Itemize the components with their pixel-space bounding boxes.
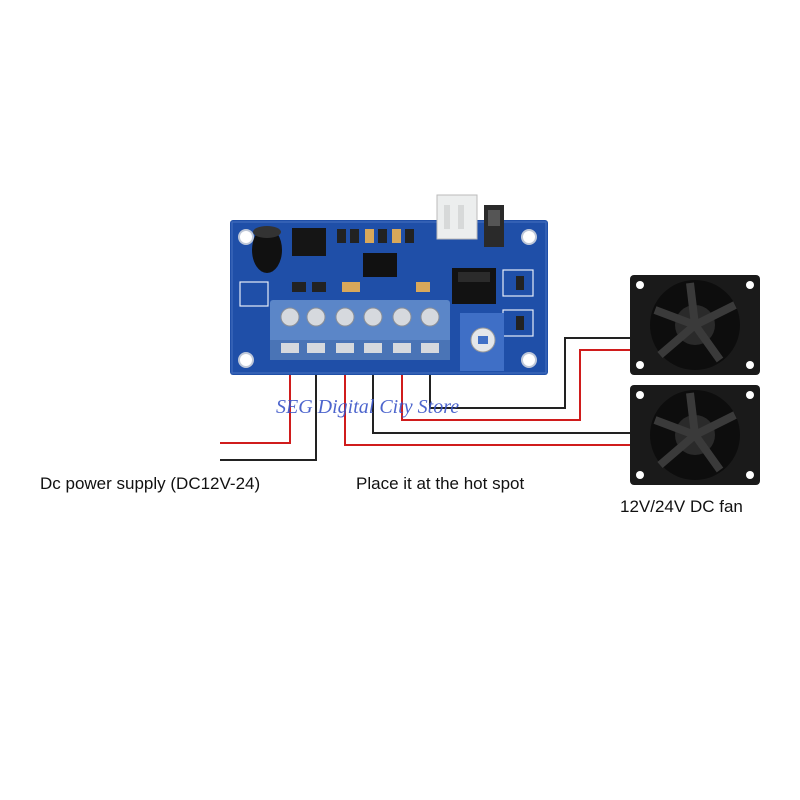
fan-wires [401, 337, 632, 421]
fan-bottom [630, 385, 760, 485]
hot-spot-label: Place it at the hot spot [356, 474, 525, 493]
power-wires [220, 345, 317, 461]
power-supply-label: Dc power supply (DC12V-24) [40, 474, 261, 493]
store-watermark: SEG Digital City Store [276, 396, 460, 418]
fan-label: 12V/24V DC fan [620, 497, 743, 516]
controller-board [230, 194, 548, 375]
fan-top [630, 275, 760, 375]
